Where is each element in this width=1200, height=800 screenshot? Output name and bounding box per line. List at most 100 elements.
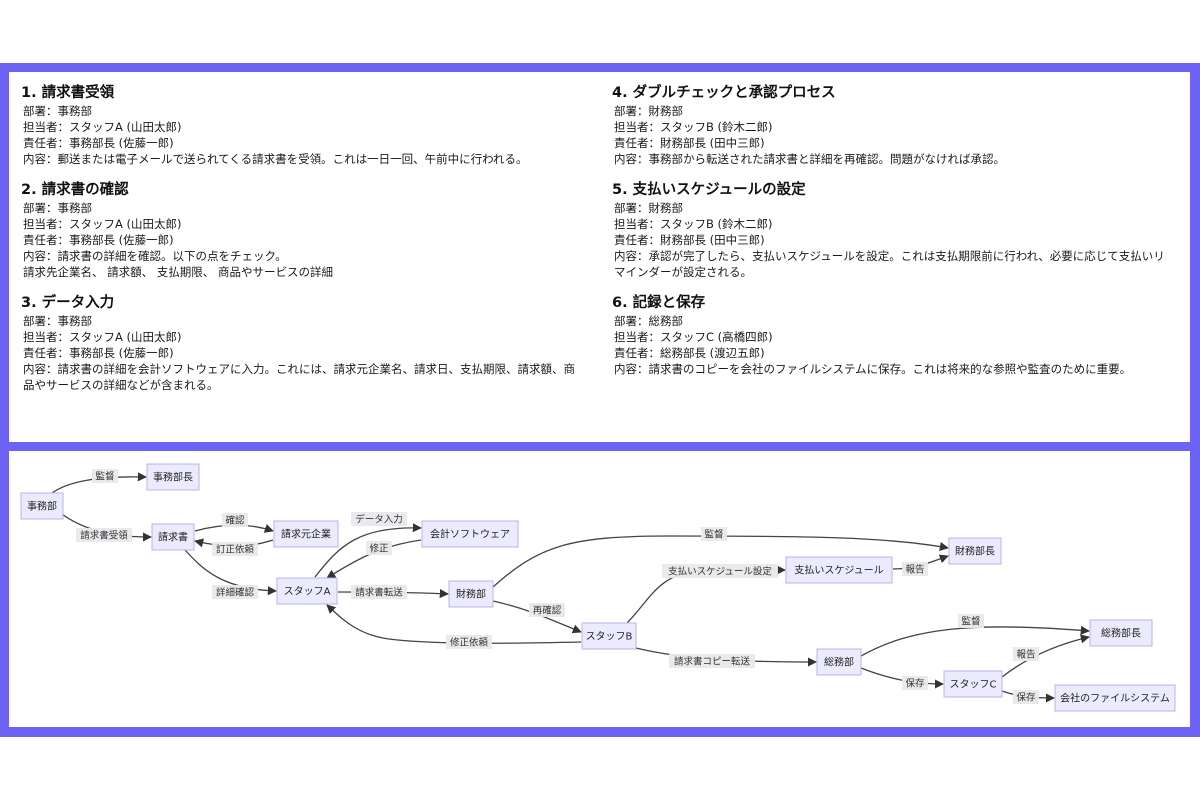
node-box (448, 580, 494, 608)
edge-label-bg (902, 676, 928, 690)
step-detail-line: 責任者：総務部長 (渡辺五郎) (614, 346, 765, 360)
node-schedule: 支払いスケジュール (785, 556, 893, 584)
edge-line (51, 472, 147, 494)
edge-label-text: 保存 (905, 678, 925, 690)
step-detail-line: 部署：財務部 (614, 201, 683, 215)
edge-line (314, 523, 422, 578)
edge-label: 監督 (958, 614, 984, 628)
edge-label-bg (1013, 647, 1039, 661)
edge-label: 保存 (902, 676, 928, 690)
step-block-3: 3. データ入力部署：事務部担当者：スタッフA (山田太郎)責任者：事務部長 (… (21, 294, 581, 393)
node-label: 会社のファイルシステム (1060, 692, 1170, 705)
node-staffA: スタッフA (276, 577, 338, 605)
edge-label-bg (366, 541, 392, 555)
node-box (276, 577, 338, 605)
edge-label: 監督 (92, 469, 118, 483)
step-detail-line: 担当者：スタッフA (山田太郎) (23, 217, 182, 231)
edge-label-text: 再確認 (533, 605, 562, 617)
node-label: 総務部 (824, 656, 854, 669)
edge-label: 修正依頼 (446, 635, 492, 649)
edge-label-text: 監督 (95, 471, 114, 483)
step-detail-line: 内容：事務部から転送された請求書と詳細を再確認。問題がなければ承認。 (614, 152, 1005, 166)
edge-label: 報告 (1013, 647, 1039, 661)
step-detail-line: 担当者：スタッフC (高橋四郎) (614, 330, 773, 344)
step-detail-line: 内容：承認が完了したら、支払いスケジュールを設定。これは支払期限前に行われ、必要… (614, 249, 1165, 279)
step-detail-line: 部署：事務部 (23, 104, 92, 118)
edge-label-text: 詳細確認 (216, 587, 255, 599)
node-box (785, 556, 893, 584)
step-detail-line: 責任者：事務部長 (佐藤一郎) (23, 233, 174, 247)
step-detail-line: 内容：請求書の詳細を会計ソフトウェアに入力。これには、請求元企業名、請求日、支払… (23, 362, 575, 392)
edge-label-bg (212, 585, 258, 599)
step-title: 6. 記録と保存 (612, 295, 706, 311)
edge-label-bg (701, 527, 727, 541)
edge-label-bg (1013, 690, 1039, 704)
edge-line (860, 667, 944, 689)
edge-staffC-to-somubucho (1001, 634, 1090, 678)
step-title: 4. ダブルチェックと承認プロセス (612, 85, 836, 101)
node-box (581, 622, 637, 650)
step-detail-line: 責任者：事務部長 (佐藤一郎) (23, 346, 174, 360)
edge-label: 保存 (1013, 690, 1039, 704)
node-box (1054, 684, 1176, 712)
edge-jimubu-to-jimubucho (51, 472, 147, 494)
step-detail-line: 部署：総務部 (614, 314, 683, 328)
node-box (273, 520, 339, 548)
node-zaimubu: 財務部 (448, 580, 494, 608)
step-detail-line: 内容：請求書の詳細を確認。以下の点をチェック。 (23, 249, 287, 263)
node-box (146, 463, 200, 491)
edge-staffA-to-kaikei (314, 523, 422, 578)
edge-labels-layer: 監督請求書受領確認訂正依頼詳細確認データ入力修正請求書転送監督再確認修正依頼支払… (76, 469, 1039, 704)
edge-zaimubu-to-zaimubucho (492, 535, 949, 588)
step-title: 3. データ入力 (21, 295, 115, 311)
edge-label-text: 修正 (369, 543, 389, 555)
edge-label: 訂正依頼 (212, 542, 258, 556)
node-label: スタッフB (586, 631, 633, 643)
node-label: 会計ソフトウェア (430, 528, 510, 541)
edge-label-bg (902, 562, 928, 576)
edge-label-bg (92, 469, 118, 483)
node-filesys: 会社のファイルシステム (1054, 684, 1176, 712)
edge-line (184, 549, 277, 596)
step-detail-line: 責任者：財務部長 (田中三郎) (614, 136, 765, 150)
node-kaikei: 会計ソフトウェア (421, 520, 519, 548)
steps-column-left: 1. 請求書受領部署：事務部担当者：スタッフA (山田太郎)責任者：事務部長 (… (21, 84, 581, 407)
edge-label: 請求書転送 (351, 585, 407, 599)
node-label: 請求元企業 (281, 528, 331, 541)
flow-diagram-panel: 事務部 事務部長請求書 請求元企業スタッフA 会計ソフトウェア財務部スタッフB 支払いス… (9, 451, 1190, 727)
edge-label-bg (958, 614, 984, 628)
process-description-panel: 1. 請求書受領部署：事務部担当者：スタッフA (山田太郎)責任者：事務部長 (… (9, 72, 1190, 442)
node-seikyusho: 請求書 (151, 523, 195, 551)
node-jimubu: 事務部 (20, 492, 64, 520)
edge-label-bg (222, 513, 248, 527)
step-block-5: 5. 支払いスケジュールの設定部署：財務部担当者：スタッフB (鈴木二郎)責任者… (612, 181, 1172, 280)
edge-label-text: 請求書転送 (355, 587, 403, 599)
edge-somubu-to-somubucho (860, 625, 1090, 657)
edge-somubu-to-staffC (860, 667, 944, 689)
node-zaimubucho: 財務部長 (948, 537, 1002, 565)
edge-label-text: 監督 (704, 529, 723, 541)
step-detail-line: 責任者：事務部長 (佐藤一郎) (23, 136, 174, 150)
edge-label-text: 報告 (905, 564, 924, 576)
node-label: 請求書 (158, 531, 188, 544)
edge-line (492, 535, 949, 588)
step-detail-line: 部署：事務部 (23, 201, 92, 215)
node-somubu: 総務部 (816, 648, 862, 676)
node-staffB: スタッフB (581, 622, 637, 650)
edge-label: 監督 (701, 527, 727, 541)
edge-label-bg (446, 635, 492, 649)
step-detail-line: 担当者：スタッフA (山田太郎) (23, 120, 182, 134)
step-title: 2. 請求書の確認 (21, 182, 129, 198)
edge-label: 確認 (222, 513, 248, 527)
edge-label-text: 監督 (961, 616, 980, 628)
steps-column-right: 4. ダブルチェックと承認プロセス部署：財務部担当者：スタッフB (鈴木二郎)責… (612, 84, 1172, 391)
step-block-1: 1. 請求書受領部署：事務部担当者：スタッフA (山田太郎)責任者：事務部長 (… (21, 84, 581, 167)
node-label: 財務部長 (955, 545, 995, 558)
edge-label: 修正 (366, 541, 392, 555)
step-detail-line: 内容：請求書のコピーを会社のファイルシステムに保存。これは将来的な参照や監査のた… (614, 362, 1132, 376)
step-detail-line: 内容：郵送または電子メールで送られてくる請求書を受領。これは一日一回、午前中に行… (23, 152, 528, 166)
edges-layer (51, 472, 1090, 703)
node-jimubucho: 事務部長 (146, 463, 200, 491)
